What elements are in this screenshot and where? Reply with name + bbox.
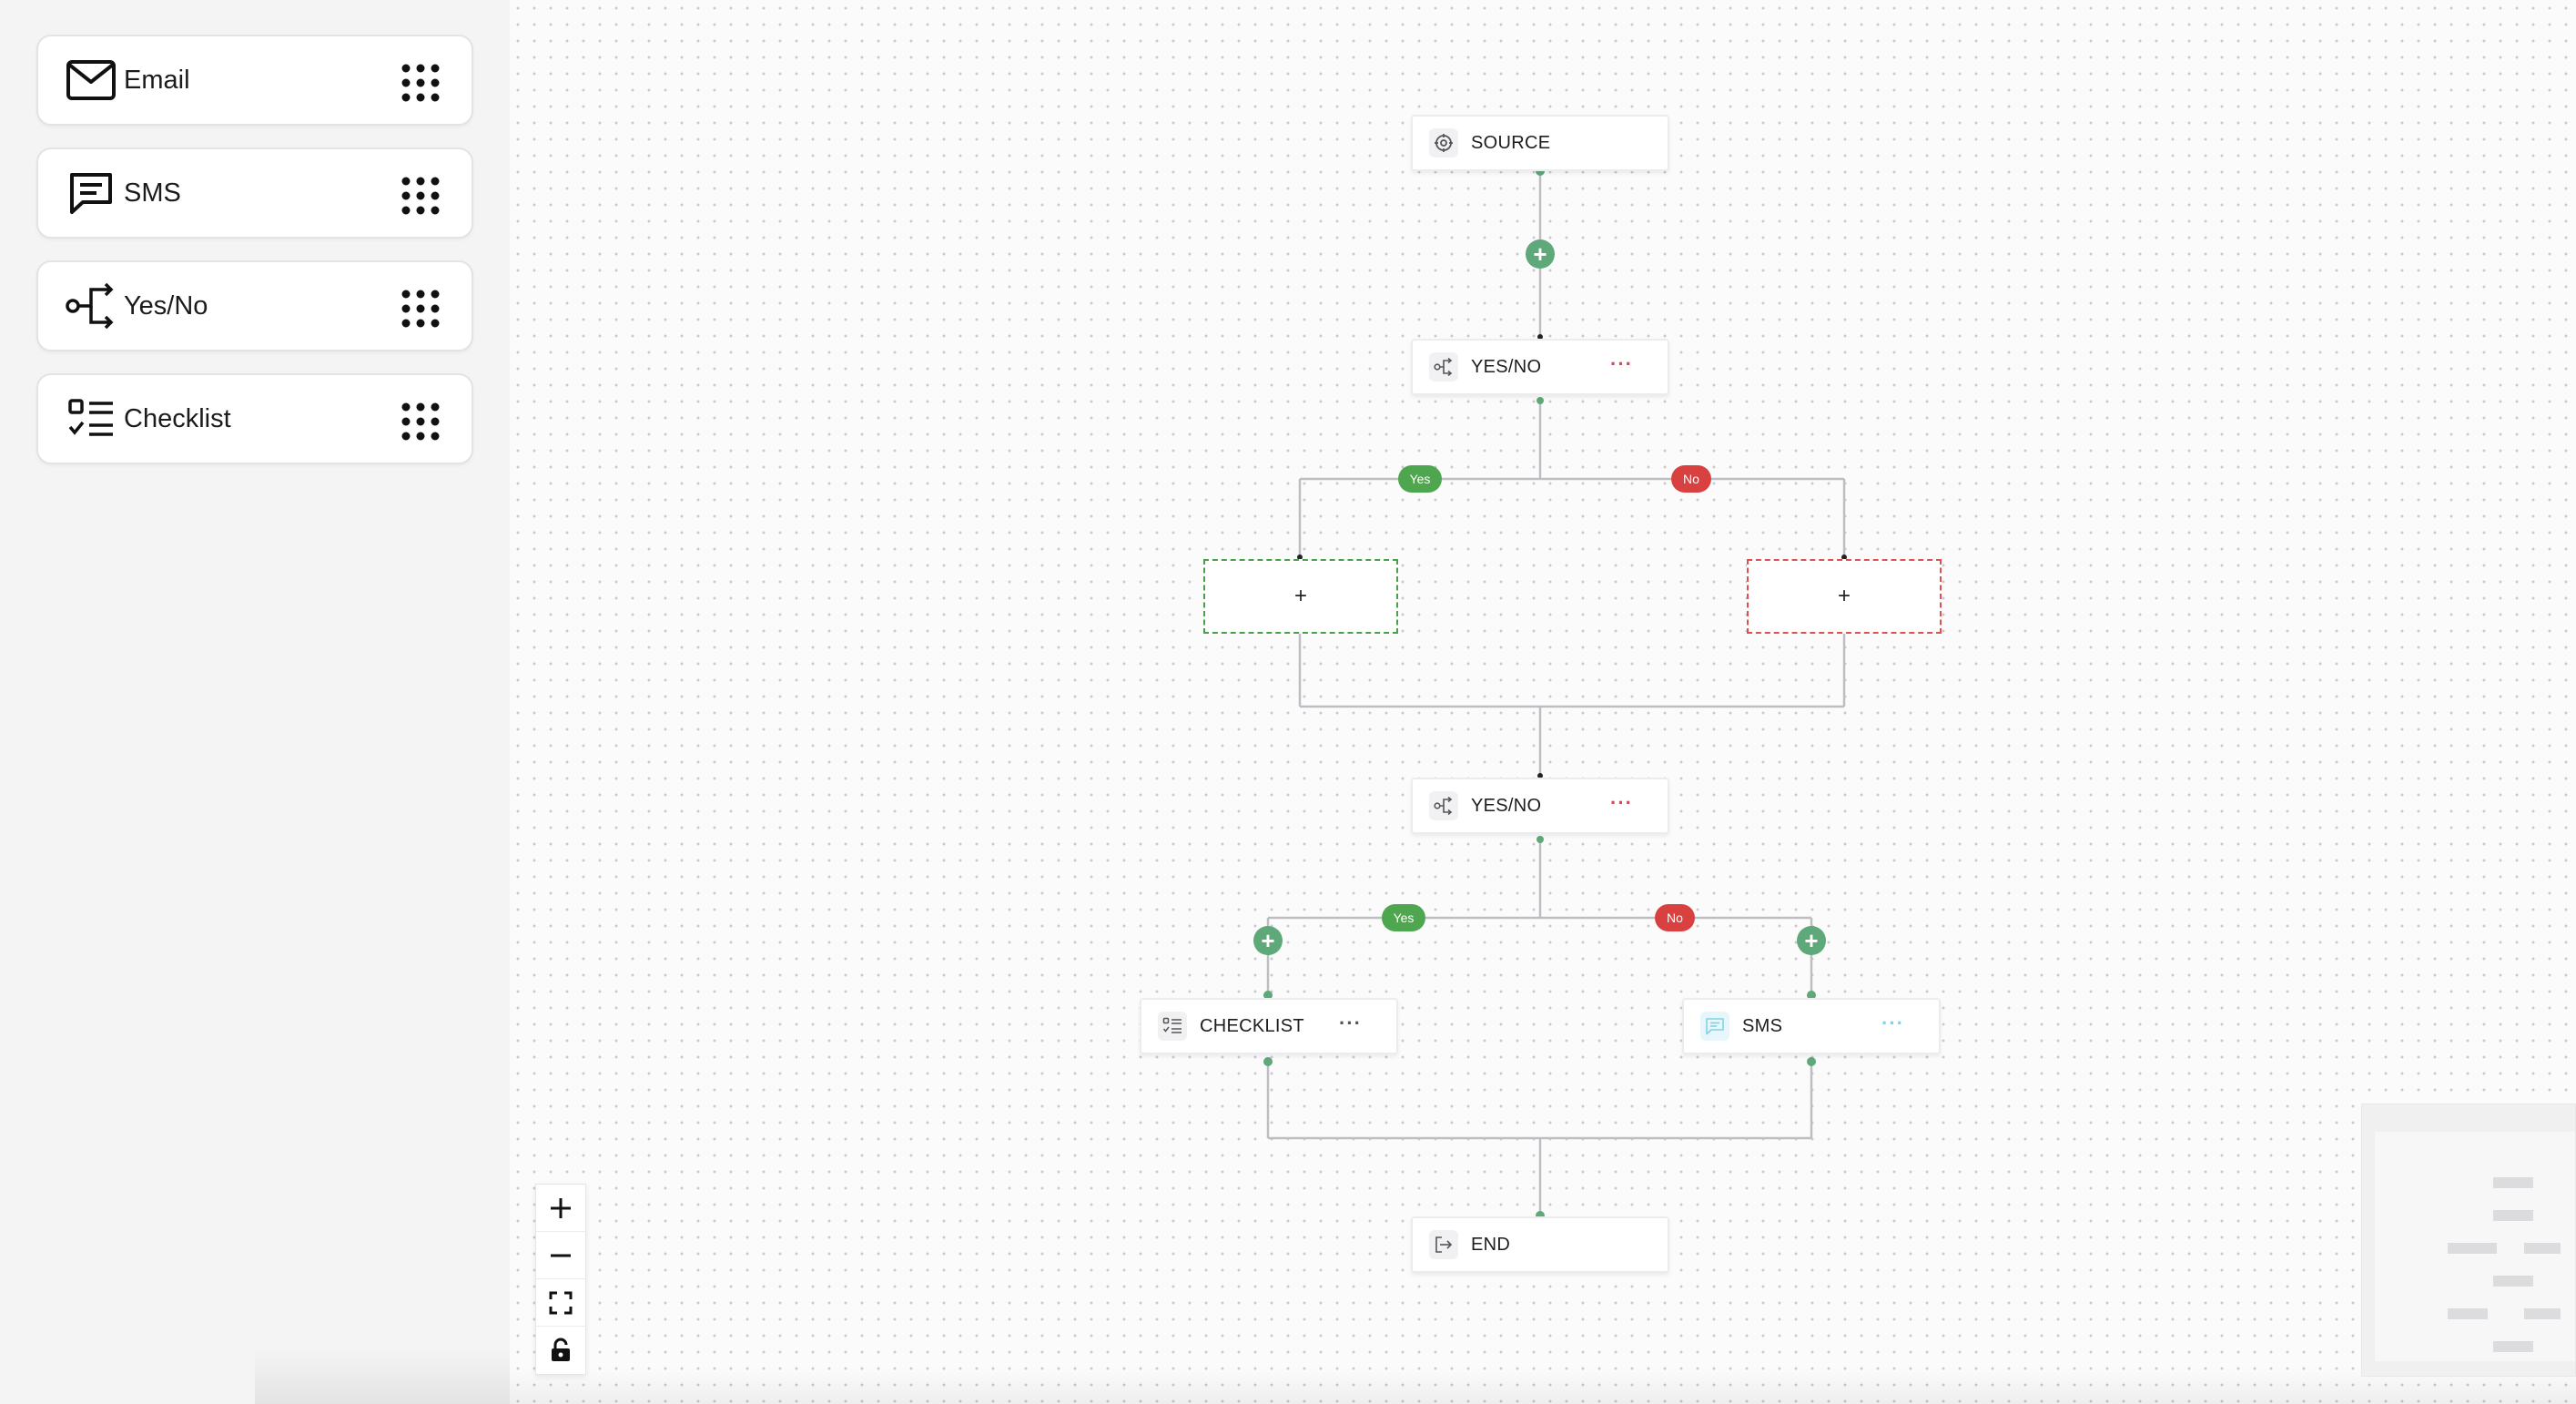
node-menu-button[interactable]: ··· (1881, 1012, 1904, 1034)
source-node[interactable]: SOURCE (1411, 115, 1669, 171)
message-icon (66, 168, 117, 219)
minimap-node (2448, 1243, 2497, 1254)
drag-handle-icon[interactable] (401, 176, 441, 216)
palette-item-sms[interactable]: SMS (36, 148, 473, 239)
yes-branch-drop-zone[interactable]: + (1203, 559, 1398, 634)
palette-item-email[interactable]: Email (36, 35, 473, 126)
zoom-in-button[interactable] (536, 1185, 585, 1232)
yes-no-node-1[interactable]: YES/NO ··· (1411, 339, 1669, 395)
zoom-in-icon (551, 1197, 571, 1218)
minimap-node (2524, 1243, 2561, 1254)
minimap-node (2493, 1341, 2533, 1352)
checklist-icon (1158, 1012, 1187, 1041)
yes-branch-badge: Yes (1398, 465, 1442, 493)
branch-icon (1429, 352, 1458, 382)
drag-handle-icon[interactable] (401, 63, 441, 103)
no-branch-drop-zone[interactable]: + (1747, 559, 1942, 634)
exit-icon (1429, 1230, 1458, 1259)
node-menu-button[interactable]: ··· (1610, 791, 1633, 814)
lock-icon (552, 1338, 570, 1361)
fit-view-icon (549, 1291, 573, 1314)
no-branch-badge: No (1671, 465, 1711, 493)
minimap-node (2493, 1177, 2533, 1188)
end-node[interactable]: END (1411, 1216, 1669, 1273)
palette-item-yes-no[interactable]: Yes/No (36, 260, 473, 351)
minimap[interactable] (2361, 1104, 2576, 1377)
node-label: CHECKLIST (1200, 1015, 1304, 1036)
sms-node[interactable]: SMS ··· (1682, 998, 1941, 1054)
crosshair-icon (1429, 128, 1458, 158)
minimap-node (2524, 1308, 2561, 1319)
palette-item-checklist[interactable]: Checklist (36, 373, 473, 464)
drag-handle-icon[interactable] (401, 289, 441, 329)
branch-icon (1429, 791, 1458, 820)
minimap-node (2493, 1210, 2533, 1221)
minimap-node (2493, 1276, 2533, 1287)
node-label: YES/NO (1471, 795, 1542, 816)
palette-item-label: Checklist (124, 403, 231, 433)
yes-no-node-2[interactable]: YES/NO ··· (1411, 778, 1669, 834)
message-icon (1700, 1012, 1729, 1041)
node-palette-sidebar: Email SMS Yes/No Checklist (0, 0, 510, 1404)
palette-item-label: Yes/No (124, 290, 208, 320)
fit-view-button[interactable] (536, 1279, 585, 1327)
minimap-viewport (2375, 1132, 2575, 1361)
node-label: END (1471, 1234, 1511, 1255)
add-step-button[interactable]: + (1526, 239, 1555, 269)
mail-icon (66, 55, 117, 106)
yes-branch-badge: Yes (1382, 904, 1425, 931)
palette-item-label: SMS (124, 178, 181, 208)
checklist-icon (66, 393, 117, 444)
checklist-node[interactable]: CHECKLIST ··· (1140, 998, 1398, 1054)
palette-item-label: Email (124, 65, 190, 95)
node-menu-button[interactable]: ··· (1610, 352, 1633, 375)
node-label: SOURCE (1471, 132, 1551, 153)
no-branch-badge: No (1655, 904, 1695, 931)
add-step-button[interactable]: + (1253, 926, 1283, 955)
canvas-controls (535, 1184, 586, 1375)
lock-button[interactable] (536, 1327, 585, 1374)
node-menu-button[interactable]: ··· (1339, 1012, 1362, 1034)
flow-canvas[interactable] (510, 0, 2576, 1404)
node-label: SMS (1742, 1015, 1783, 1036)
zoom-out-button[interactable] (536, 1232, 585, 1279)
node-label: YES/NO (1471, 356, 1542, 377)
zoom-out-icon (551, 1254, 571, 1256)
add-step-button[interactable]: + (1797, 926, 1826, 955)
minimap-node (2448, 1308, 2488, 1319)
drag-handle-icon[interactable] (401, 402, 441, 442)
branch-icon (66, 280, 117, 331)
